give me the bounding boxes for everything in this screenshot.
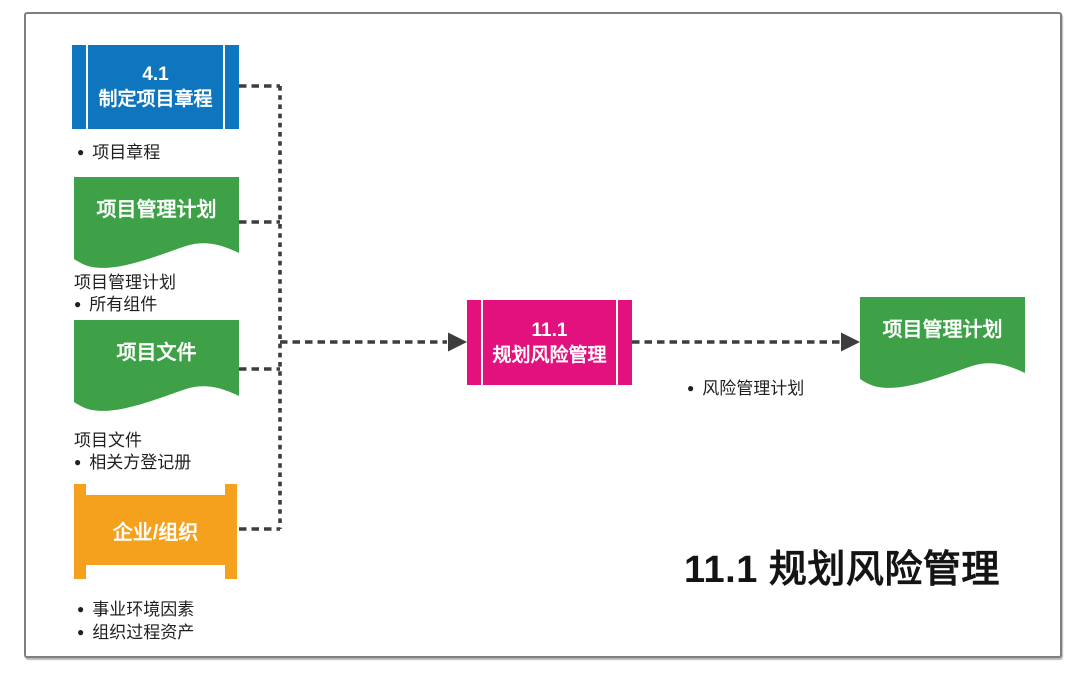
- document-shape-path: [860, 297, 1025, 388]
- pm-plan-note: 项目管理计划 ● 所有组件: [74, 272, 176, 317]
- document-shape-path: [74, 177, 239, 268]
- note-text: 所有组件: [89, 295, 158, 314]
- enterprise-left-bar: [74, 484, 86, 579]
- bullet-icon: ●: [77, 625, 85, 639]
- node-project-management-plan-output: 项目管理计划: [860, 297, 1025, 397]
- enterprise-note: ● 事业环境因素 ● 组织过程资产: [77, 599, 194, 645]
- bullet-icon: ●: [687, 381, 695, 395]
- document-shape-path: [74, 320, 239, 411]
- note-line: ● 所有组件: [74, 294, 176, 317]
- bullet-icon: ●: [74, 297, 82, 311]
- process-name: 制定项目章程: [98, 89, 213, 110]
- node-develop-project-charter: 4.1 制定项目章程: [72, 45, 239, 129]
- note-heading: 项目管理计划: [74, 273, 176, 292]
- note-text: 风险管理计划: [702, 379, 805, 398]
- enterprise-right-bar: [225, 484, 237, 579]
- document-label: 项目管理计划: [96, 199, 217, 221]
- note-line: ● 相关方登记册: [74, 452, 191, 475]
- document-label: 项目文件: [116, 342, 197, 364]
- note-text: 相关方登记册: [89, 453, 192, 472]
- project-documents-note: 项目文件 ● 相关方登记册: [74, 430, 191, 475]
- note-text: 项目章程: [92, 143, 161, 162]
- document-shape: [74, 320, 239, 411]
- dataflow-connectors: [239, 84, 860, 531]
- note-line: ● 组织过程资产: [77, 622, 194, 645]
- note-line: ● 事业环境因素: [77, 599, 194, 622]
- note-text: 事业环境因素: [92, 600, 195, 619]
- node-plan-risk-management: 11.1 规划风险管理: [467, 300, 632, 385]
- document-shape: [860, 297, 1025, 388]
- bullet-icon: ●: [77, 145, 85, 159]
- output-note: ● 风险管理计划: [687, 378, 804, 401]
- note-heading: 项目文件: [74, 431, 142, 450]
- bullet-icon: ●: [74, 455, 82, 469]
- node-project-documents: 项目文件: [74, 320, 239, 420]
- node-project-management-plan-input: 项目管理计划: [74, 177, 239, 277]
- note-text: 组织过程资产: [92, 623, 195, 642]
- diagram-frame: 4.1 制定项目章程 ● 项目章程 项目管理计划 项目管理计划 ● 所有组件 项目文…: [24, 12, 1062, 658]
- document-shape: [74, 177, 239, 268]
- bullet-icon: ●: [77, 602, 85, 616]
- output-arrowhead-icon: [841, 332, 860, 352]
- charter-output-note: ● 项目章程: [77, 142, 160, 165]
- document-label: 项目管理计划: [882, 319, 1003, 341]
- enterprise-label: 企业/组织: [112, 521, 199, 544]
- process-number: 11.1: [531, 319, 568, 341]
- input-arrowhead-icon: [448, 332, 467, 352]
- process-name: 规划风险管理: [492, 344, 607, 366]
- enterprise-body: 企业/组织: [85, 495, 226, 565]
- figure-title: 11.1 规划风险管理: [684, 549, 1000, 591]
- process-number: 4.1: [142, 64, 169, 85]
- node-enterprise-organization: 企业/组织: [74, 484, 237, 579]
